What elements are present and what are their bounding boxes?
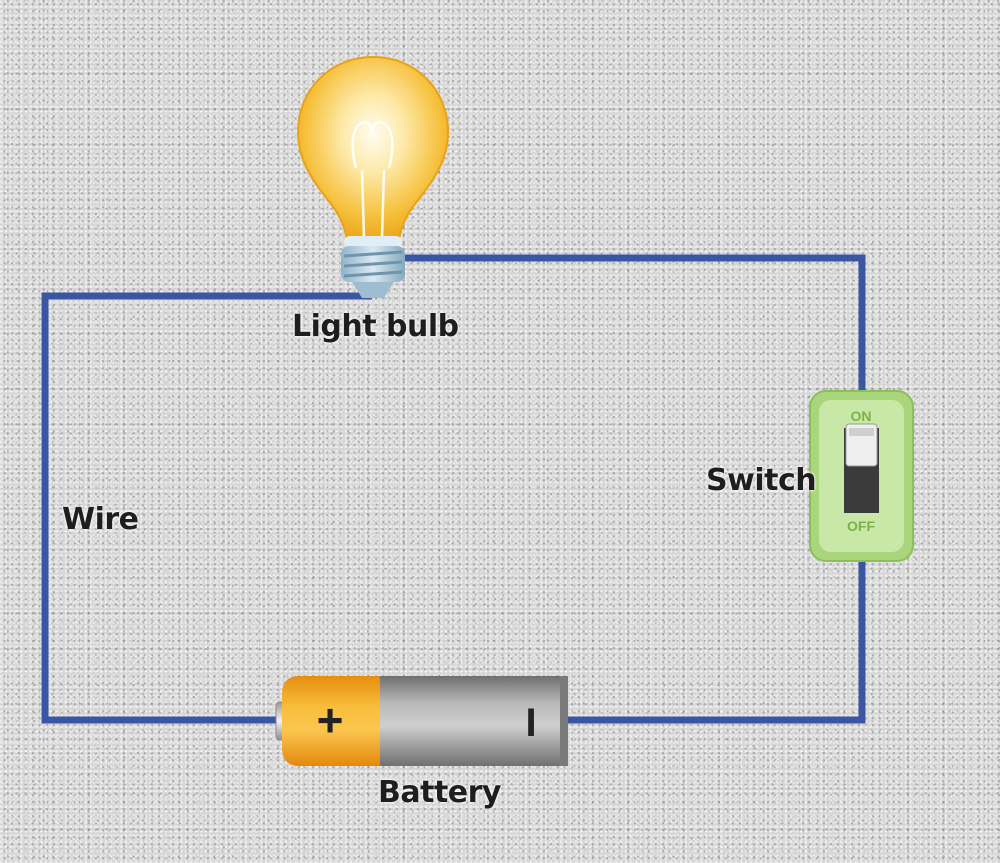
switch-on-text: ON	[851, 408, 872, 424]
switch-off-text: OFF	[847, 518, 875, 534]
battery-label: Battery	[378, 775, 502, 810]
wire-label: Wire	[62, 502, 139, 537]
wire-bottom-right-segment	[565, 560, 866, 724]
wire-top-right-segment	[398, 254, 866, 395]
light-bulb-icon	[296, 55, 450, 298]
light-bulb-label: Light bulb	[292, 309, 459, 344]
switch-icon[interactable]: ON OFF	[809, 390, 914, 562]
battery-positive-symbol: +	[317, 694, 344, 746]
battery-icon: + I	[275, 676, 568, 766]
wire-loop	[41, 254, 866, 724]
switch-label: Switch	[706, 463, 817, 498]
battery-negative-symbol: I	[525, 701, 536, 745]
wire-left-segment	[41, 292, 372, 724]
